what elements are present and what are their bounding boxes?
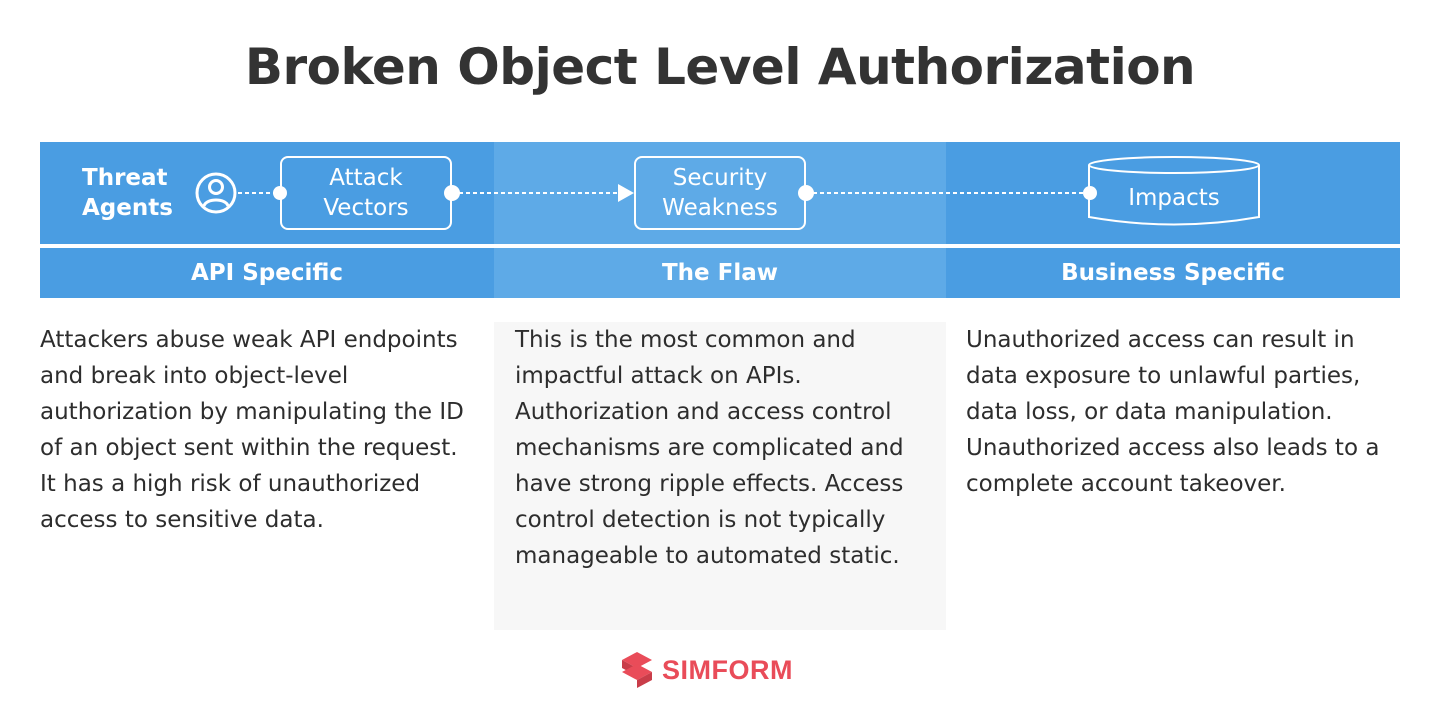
business-specific-description: Unauthorized access can result in data e…	[966, 327, 1380, 497]
security-weakness-label-line2: Weakness	[662, 195, 778, 221]
connector-dot	[798, 185, 814, 201]
column-label-api-specific: API Specific	[40, 248, 494, 298]
attack-vectors-label-line1: Attack	[329, 165, 403, 191]
brand-logo: SIMFORM	[618, 650, 793, 690]
user-icon	[195, 172, 237, 214]
security-weakness-node: Security Weakness	[634, 156, 806, 230]
column-label-the-flaw: The Flaw	[494, 248, 946, 298]
flow-band-business-section	[946, 142, 1400, 244]
threat-agents-label-line2: Agents	[82, 195, 173, 221]
column-labels-band: API Specific The Flaw Business Specific	[40, 248, 1400, 298]
arrow-icon	[618, 184, 634, 202]
column-label-business-specific: Business Specific	[946, 248, 1400, 298]
impacts-label: Impacts	[1128, 185, 1220, 211]
connector-dot	[444, 185, 460, 201]
attack-vectors-label-line2: Vectors	[323, 195, 409, 221]
database-icon	[1088, 156, 1260, 226]
security-weakness-label-line1: Security	[672, 165, 768, 191]
threat-agents-label-line1: Threat	[82, 165, 168, 191]
threat-agents-node: Threat Agents	[82, 162, 192, 224]
flow-connectors	[195, 156, 1260, 226]
api-specific-description: Attackers abuse weak API endpoints and b…	[40, 327, 464, 533]
attack-vectors-node: Attack Vectors	[280, 156, 452, 230]
brand-name: SIMFORM	[662, 654, 793, 685]
the-flaw-description: This is the most common and impactful at…	[494, 322, 946, 630]
the-flaw-description-text: This is the most common and impactful at…	[515, 327, 904, 569]
page-title: Broken Object Level Authorization	[244, 38, 1196, 96]
simform-logo-icon	[622, 652, 652, 688]
impacts-node: Impacts	[1089, 173, 1259, 223]
flow-diagram: Threat Agents Attack Vectors Security We…	[0, 142, 1440, 244]
